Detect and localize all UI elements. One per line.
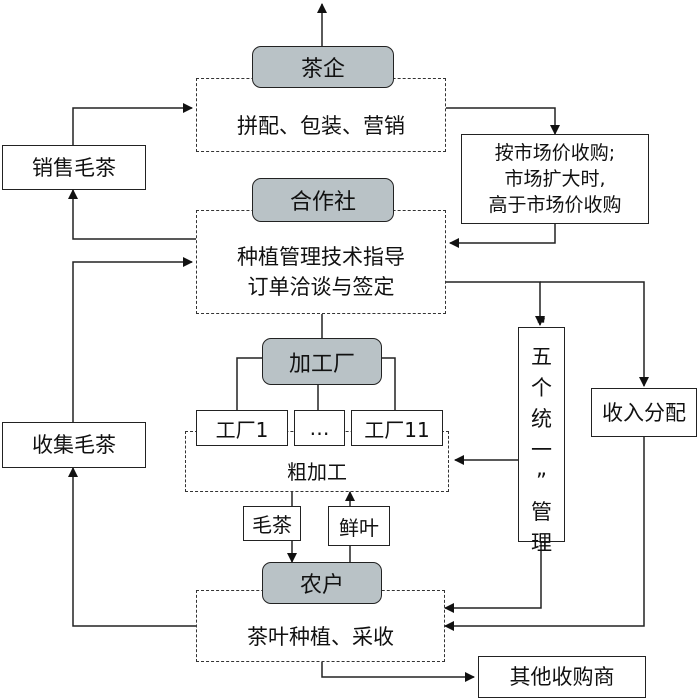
factory-1-box: 工厂1	[196, 410, 288, 446]
arrow-five-unified-to-farmer	[444, 542, 542, 613]
line-plant-to-factory1	[236, 357, 262, 410]
market-purchase-line-2: 市场扩大时,	[504, 168, 606, 190]
farmer-label: 农户	[299, 573, 344, 598]
fresh-leaf-label: 鲜叶	[339, 515, 379, 540]
farmer-tasks-box: 茶叶种植、采收	[196, 590, 445, 662]
coarse-processing-label: 粗加工	[287, 460, 347, 484]
five-unified-char: “	[536, 313, 547, 338]
line-plant-to-factory11	[382, 357, 396, 410]
five-unified-management-box: “ 五 个 统 一 ” 管 理	[518, 314, 565, 555]
processing-plant-box: 加工厂	[262, 338, 382, 385]
market-purchase-line-1: 按市场价收购;	[494, 142, 616, 164]
factory-1-label: 工厂1	[215, 417, 269, 442]
five-unified-char: 管	[531, 499, 552, 524]
income-distribution-label: 收入分配	[602, 400, 686, 425]
sell-tea-label: 销售毛茶	[32, 155, 116, 180]
arrow-farmer-to-collect	[68, 467, 196, 627]
five-unified-char: ”	[536, 468, 547, 493]
raw-tea-label: 毛茶	[252, 513, 292, 537]
arrow-income-to-farmer	[444, 436, 645, 631]
tea-company-tasks-text: 拼配、包装、营销	[237, 114, 405, 138]
coop-tasks-line-1: 种植管理技术指导	[237, 245, 405, 269]
other-buyers-label: 其他收购商	[509, 665, 615, 689]
arrow-collect-to-coop	[72, 257, 193, 422]
five-unified-char: 理	[531, 530, 552, 555]
tea-company-label: 茶企	[300, 57, 345, 82]
sell-tea-box: 销售毛茶	[2, 145, 146, 190]
five-unified-char: 五	[531, 344, 552, 369]
five-unified-char: 一	[531, 437, 552, 462]
factory-ellipsis-label: …	[309, 416, 330, 440]
arrow-coop-to-sell	[68, 189, 196, 240]
farmer-box: 农户	[262, 562, 382, 604]
arrow-coop-to-five-unified	[446, 281, 545, 326]
arrow-tea-company-to-market	[446, 107, 560, 135]
fresh-leaf-label-box: 鲜叶	[328, 506, 390, 546]
farmer-tasks-label: 茶叶种植、采收	[247, 625, 394, 649]
collect-tea-label: 收集毛茶	[32, 433, 116, 457]
processing-plant-label: 加工厂	[288, 351, 355, 377]
coop-tasks-box: 种植管理技术指导 订单洽谈与签定	[196, 210, 446, 314]
factory-11-box: 工厂11	[351, 410, 443, 446]
market-purchase-line-3: 高于市场价收购	[488, 194, 622, 216]
other-buyers-box: 其他收购商	[478, 656, 646, 698]
market-purchase-box: 按市场价收购; 市场扩大时, 高于市场价收购	[461, 134, 649, 224]
arrow-coop-to-income	[540, 281, 649, 387]
factory-11-label: 工厂11	[364, 417, 430, 442]
five-unified-char: 个	[531, 375, 552, 400]
raw-tea-label-box: 毛茶	[243, 506, 301, 541]
cooperative-label: 合作社	[289, 190, 356, 215]
arrow-sell-to-tea-company	[72, 103, 193, 145]
tea-company-tasks-box: 拼配、包装、营销	[196, 78, 446, 152]
coop-tasks-line-2: 订单洽谈与签定	[247, 275, 395, 299]
cooperative-box: 合作社	[252, 178, 394, 222]
tea-company-box: 茶企	[252, 46, 394, 88]
arrow-farmer-to-other-buyers	[321, 662, 475, 682]
factory-ellipsis-box: …	[294, 410, 345, 446]
five-unified-char: 统	[531, 406, 552, 431]
income-distribution-box: 收入分配	[591, 388, 697, 437]
arrow-market-to-coop	[449, 224, 556, 248]
collect-tea-box: 收集毛茶	[2, 422, 146, 468]
